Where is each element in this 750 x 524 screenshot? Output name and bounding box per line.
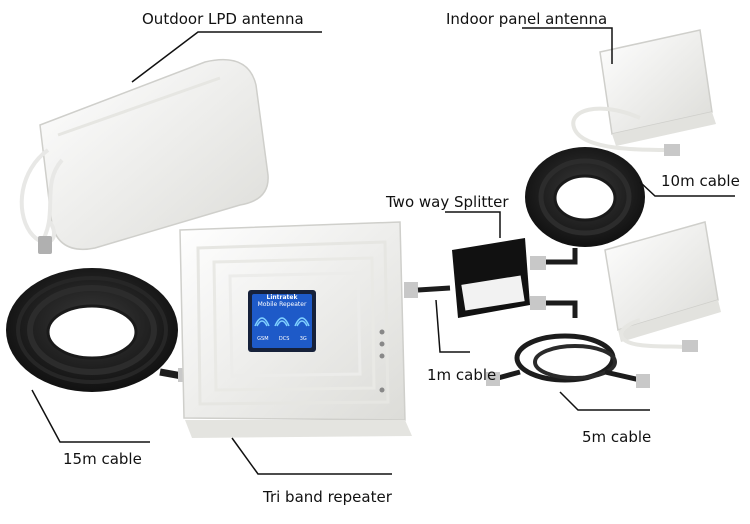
repeater-screen-text: Lintratek Mobile Repeater xyxy=(252,294,312,308)
two-way-splitter xyxy=(452,238,546,318)
repeater-brand: Lintratek xyxy=(266,294,298,301)
n-connector-icon xyxy=(664,144,680,156)
label-cable-5m: 5m cable xyxy=(582,428,652,446)
label-outdoor-antenna: Outdoor LPD antenna xyxy=(142,10,304,28)
label-cable-10m: 10m cable xyxy=(661,172,740,190)
indoor-panel-antenna-bottom xyxy=(604,221,721,352)
leader-lines xyxy=(31,27,735,475)
label-repeater: Tri band repeater xyxy=(263,488,392,506)
repeater-bands: GSM DCS 3G xyxy=(252,336,312,342)
n-connector-icon xyxy=(682,340,698,352)
indoor-panel-antenna-top xyxy=(571,29,716,156)
band-label: DCS xyxy=(278,336,290,342)
cable-coil-15m xyxy=(6,268,192,392)
label-indoor-antenna: Indoor panel antenna xyxy=(446,10,608,28)
tri-band-repeater xyxy=(179,221,451,438)
label-splitter: Two way Splitter xyxy=(386,193,509,211)
outdoor-lpd-antenna xyxy=(19,58,269,254)
band-label: GSM xyxy=(257,336,269,342)
n-connector-icon xyxy=(38,236,52,254)
label-cable-15m: 15m cable xyxy=(63,450,142,468)
label-cable-1m: 1m cable xyxy=(427,366,497,384)
cable-coil-10m xyxy=(525,147,645,265)
cable-5m xyxy=(486,300,650,388)
band-label: 3G xyxy=(299,336,307,342)
repeater-subtitle: Mobile Repeater xyxy=(257,301,307,308)
